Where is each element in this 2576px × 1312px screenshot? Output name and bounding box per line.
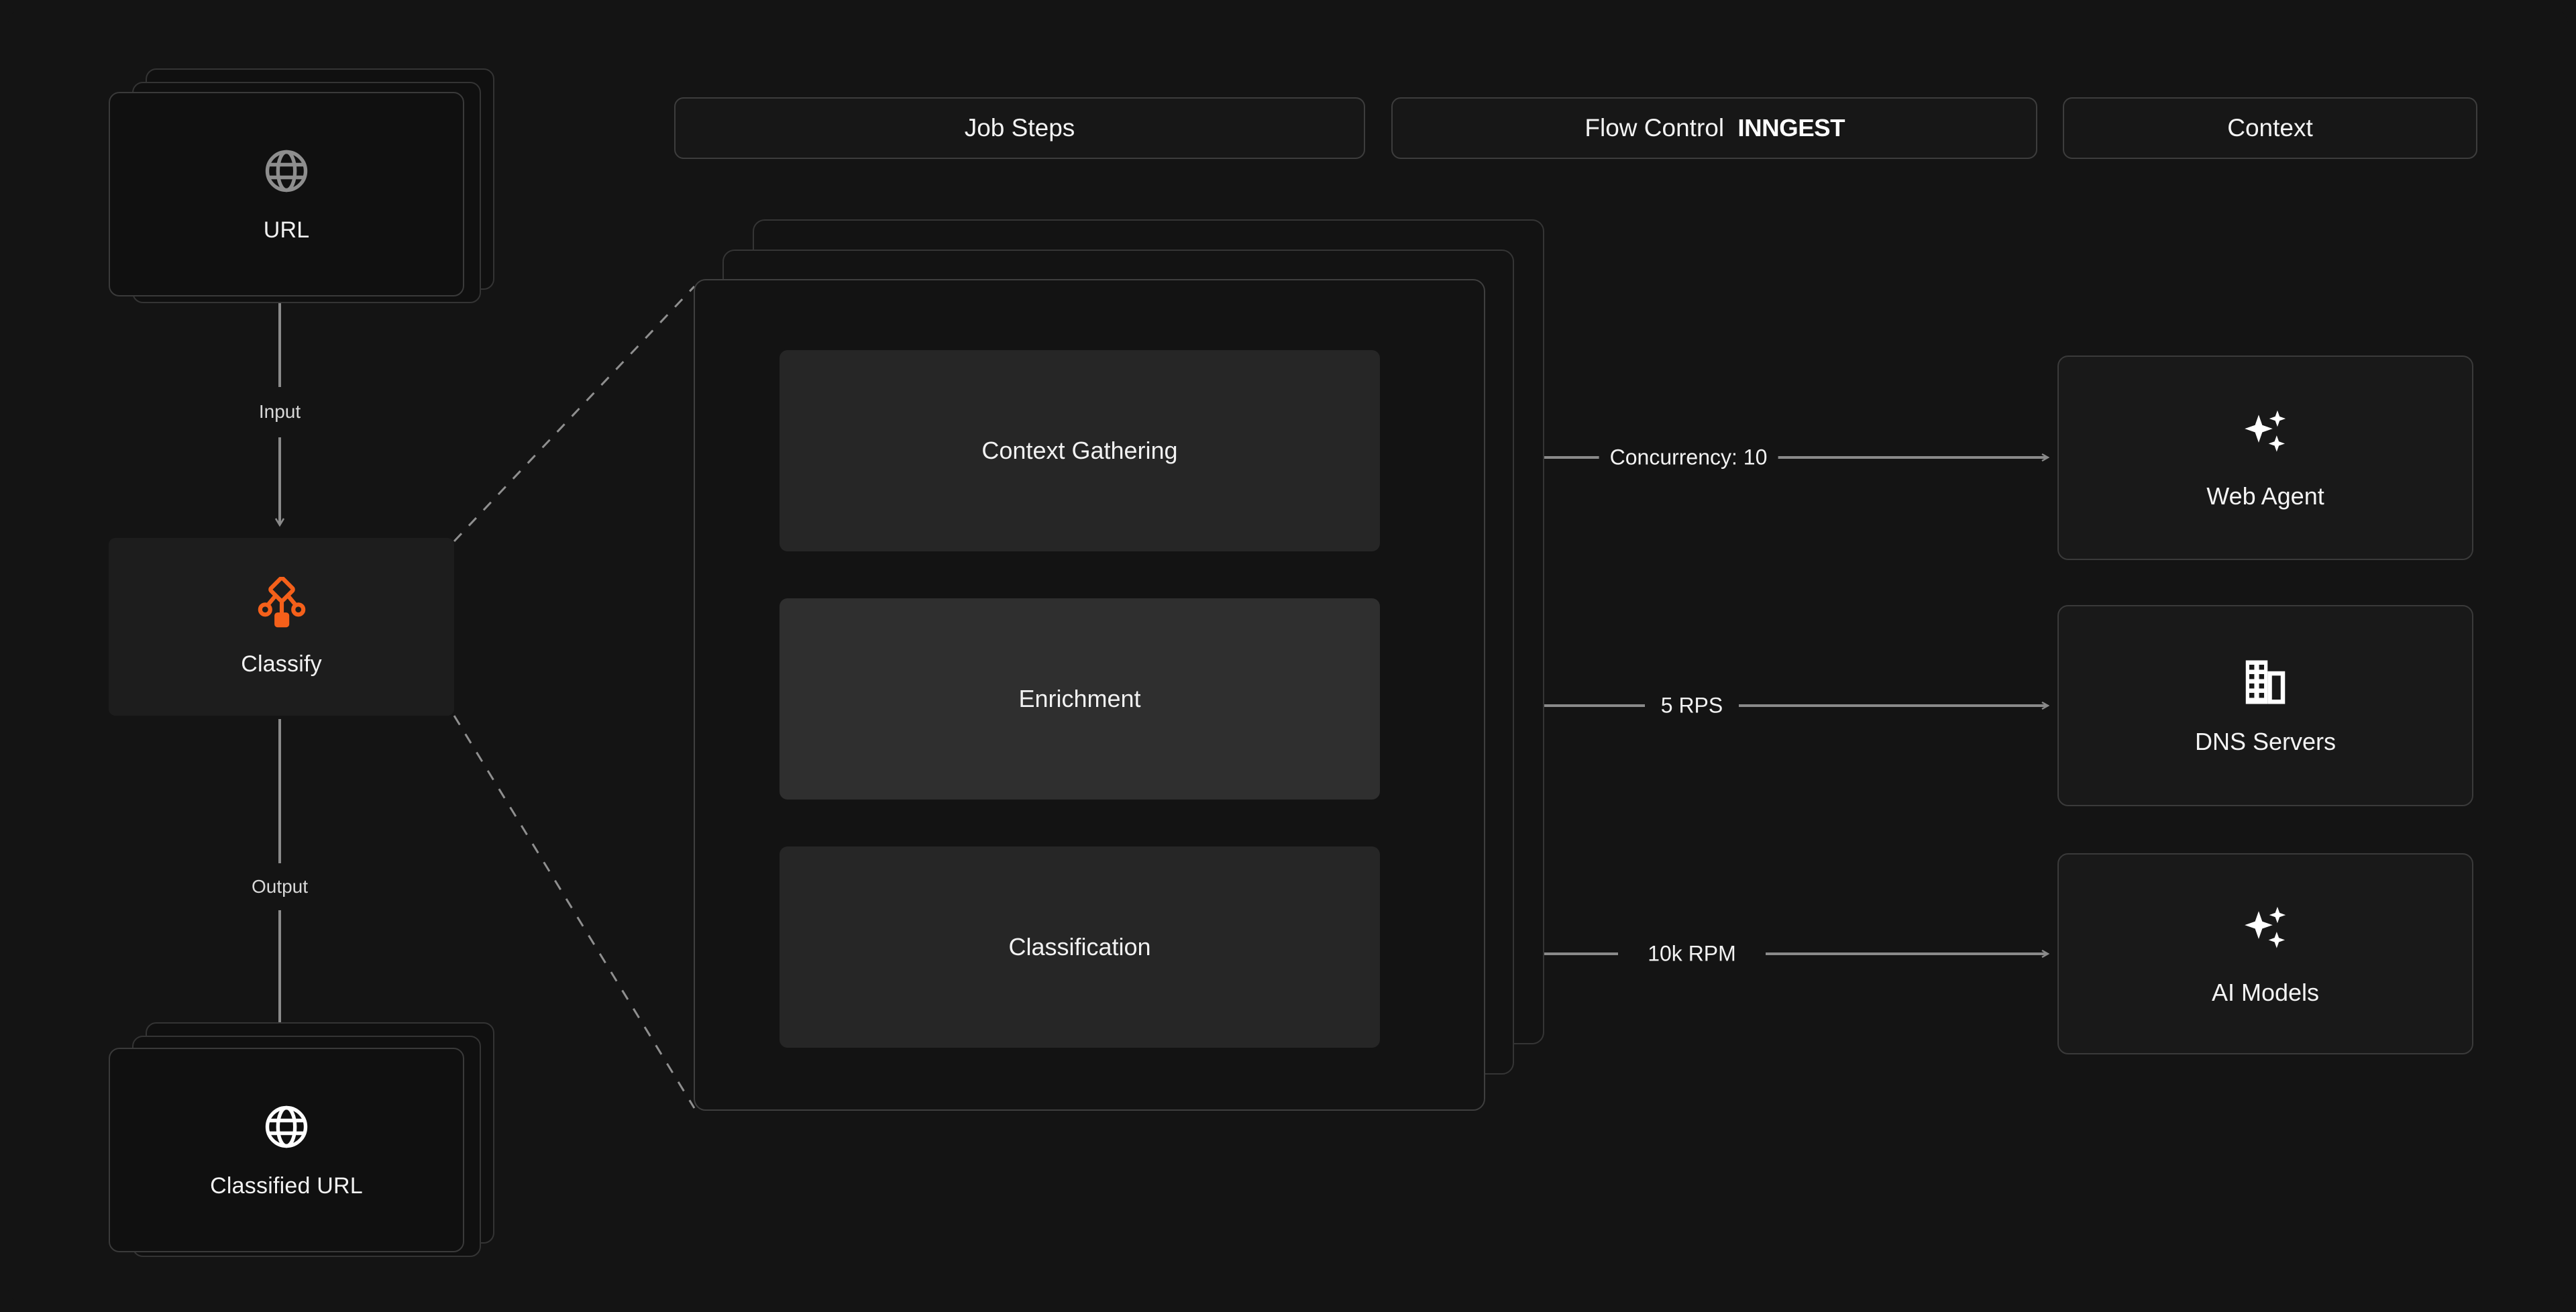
connector-label-rpm: 10k RPM xyxy=(1637,941,1747,967)
connector-label-concurrency: Concurrency: 10 xyxy=(1599,445,1778,470)
context-card-web-agent-label: Web Agent xyxy=(2206,482,2324,510)
globe-icon xyxy=(261,1101,312,1156)
step-enrichment[interactable]: Enrichment xyxy=(780,598,1380,800)
classified-url-card-label: Classified URL xyxy=(210,1172,363,1199)
edge-label-output: Output xyxy=(241,872,318,901)
step-context-gathering-label: Context Gathering xyxy=(981,437,1178,464)
edge-label-input: Input xyxy=(249,397,311,427)
context-card-web-agent[interactable]: Web Agent xyxy=(2057,356,2473,560)
classified-url-card[interactable]: Classified URL xyxy=(109,1048,464,1252)
url-card[interactable]: URL xyxy=(109,92,464,296)
diagram-frame: Job Steps Flow Control INNGEST Context U… xyxy=(8,8,2568,1304)
url-card-label: URL xyxy=(263,217,310,243)
tab-flow-control[interactable]: Flow Control INNGEST xyxy=(1391,97,2037,159)
tab-job-steps[interactable]: Job Steps xyxy=(674,97,1365,159)
globe-icon xyxy=(261,146,312,200)
connector-label-rps: 5 RPS xyxy=(1650,693,1734,718)
workflow-hierarchy-icon xyxy=(256,576,308,633)
step-enrichment-label: Enrichment xyxy=(1018,685,1141,712)
classify-node[interactable]: Classify xyxy=(109,538,454,716)
tab-context-label: Context xyxy=(2227,114,2313,142)
step-classification-label: Classification xyxy=(1008,933,1151,961)
context-card-ai-models[interactable]: AI Models xyxy=(2057,853,2473,1054)
context-card-ai-models-label: AI Models xyxy=(2211,978,2320,1006)
classify-node-label: Classify xyxy=(241,651,322,677)
tab-context[interactable]: Context xyxy=(2063,97,2477,159)
step-context-gathering[interactable]: Context Gathering xyxy=(780,350,1380,551)
context-card-dns-servers[interactable]: DNS Servers xyxy=(2057,605,2473,806)
tab-flow-control-label: Flow Control xyxy=(1585,114,1725,142)
office-building-icon xyxy=(2239,656,2292,712)
context-card-dns-servers-label: DNS Servers xyxy=(2194,727,2337,755)
sparkles-icon xyxy=(2237,901,2294,963)
tab-job-steps-label: Job Steps xyxy=(964,114,1075,142)
sparkles-icon xyxy=(2237,405,2294,466)
inngest-wordmark: INNGEST xyxy=(1737,114,1845,142)
step-classification[interactable]: Classification xyxy=(780,846,1380,1048)
